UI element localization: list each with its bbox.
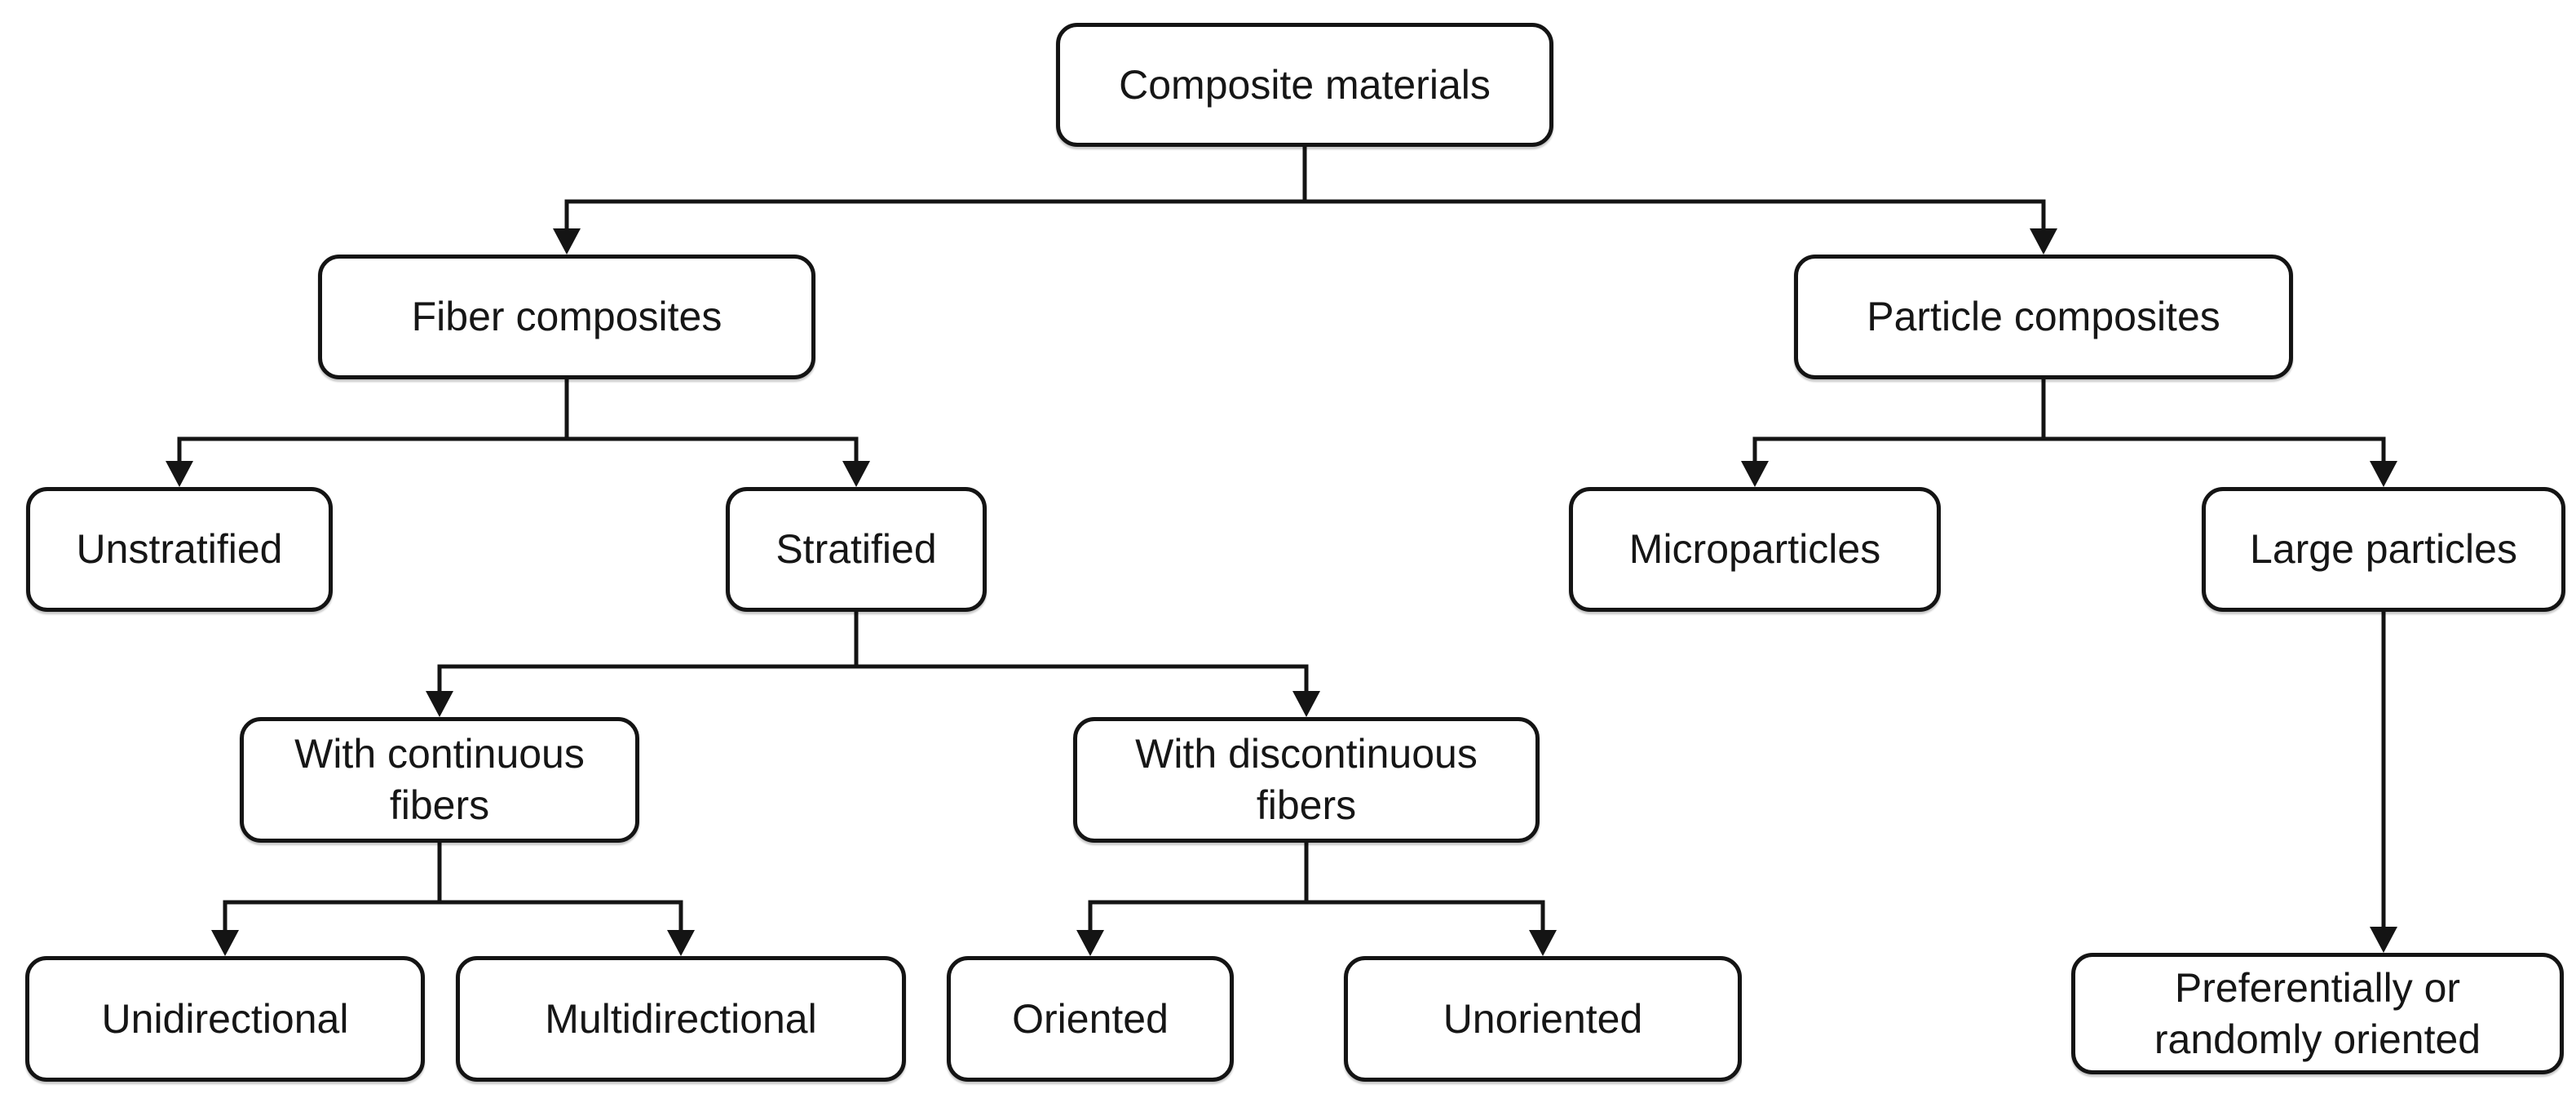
arrowhead-icon [426,691,453,717]
node-with-discontinuous-fibers-label: With discontinuous fibers [1135,731,1478,828]
node-fiber-composites-label: Fiber composites [411,294,722,339]
arrowhead-icon [2370,461,2397,487]
connector-stratified-to-children [426,612,1320,717]
arrowhead-icon [553,228,581,255]
node-unoriented: Unoriented [1344,956,1742,1082]
node-with-continuous-fibers-label: With continuous fibers [294,731,585,828]
node-stratified: Stratified [726,487,987,612]
node-microparticles-label: Microparticles [1628,526,1881,572]
node-microparticles: Microparticles [1569,487,1941,612]
connector-continuous-to-children [211,843,695,956]
node-fiber-composites: Fiber composites [318,255,815,379]
node-preferentially-or-randomly-oriented-label: Preferentially or randomly oriented [2154,964,2481,1062]
node-oriented: Oriented [947,956,1234,1082]
arrowhead-icon [1292,691,1320,717]
node-with-continuous-fibers: With continuous fibers [240,717,639,843]
arrowhead-icon [2030,228,2057,255]
arrowhead-icon [1529,930,1557,956]
connector-particle-to-children [1741,379,2397,487]
arrowhead-icon [166,461,193,487]
node-unstratified-label: Unstratified [76,526,283,572]
node-unoriented-label: Unoriented [1443,995,1643,1042]
arrowhead-icon [667,930,695,956]
arrowhead-icon [211,930,239,956]
arrowhead-icon [2370,927,2397,953]
node-multidirectional-label: Multidirectional [545,995,817,1042]
node-large-particles-label: Large particles [2250,526,2517,572]
node-large-particles: Large particles [2202,487,2565,612]
node-unidirectional-label: Unidirectional [101,995,349,1042]
node-unidirectional: Unidirectional [25,956,425,1082]
node-composite-materials-label: Composite materials [1119,61,1491,108]
node-particle-composites-label: Particle composites [1867,294,2220,339]
connector-discontinuous-to-children [1076,843,1557,956]
node-multidirectional: Multidirectional [456,956,906,1082]
node-preferentially-or-randomly-oriented: Preferentially or randomly oriented [2071,953,2564,1074]
arrowhead-icon [1741,461,1769,487]
arrowhead-icon [842,461,870,487]
connector-large-particles-to-child [2370,612,2397,953]
node-unstratified: Unstratified [26,487,333,612]
node-composite-materials: Composite materials [1056,23,1553,147]
node-with-discontinuous-fibers: With discontinuous fibers [1073,717,1540,843]
connector-root-to-level2 [553,147,2057,255]
arrowhead-icon [1076,930,1104,956]
node-oriented-label: Oriented [1012,995,1169,1042]
connector-fiber-to-children [166,379,870,487]
node-stratified-label: Stratified [775,526,937,572]
node-particle-composites: Particle composites [1794,255,2293,379]
